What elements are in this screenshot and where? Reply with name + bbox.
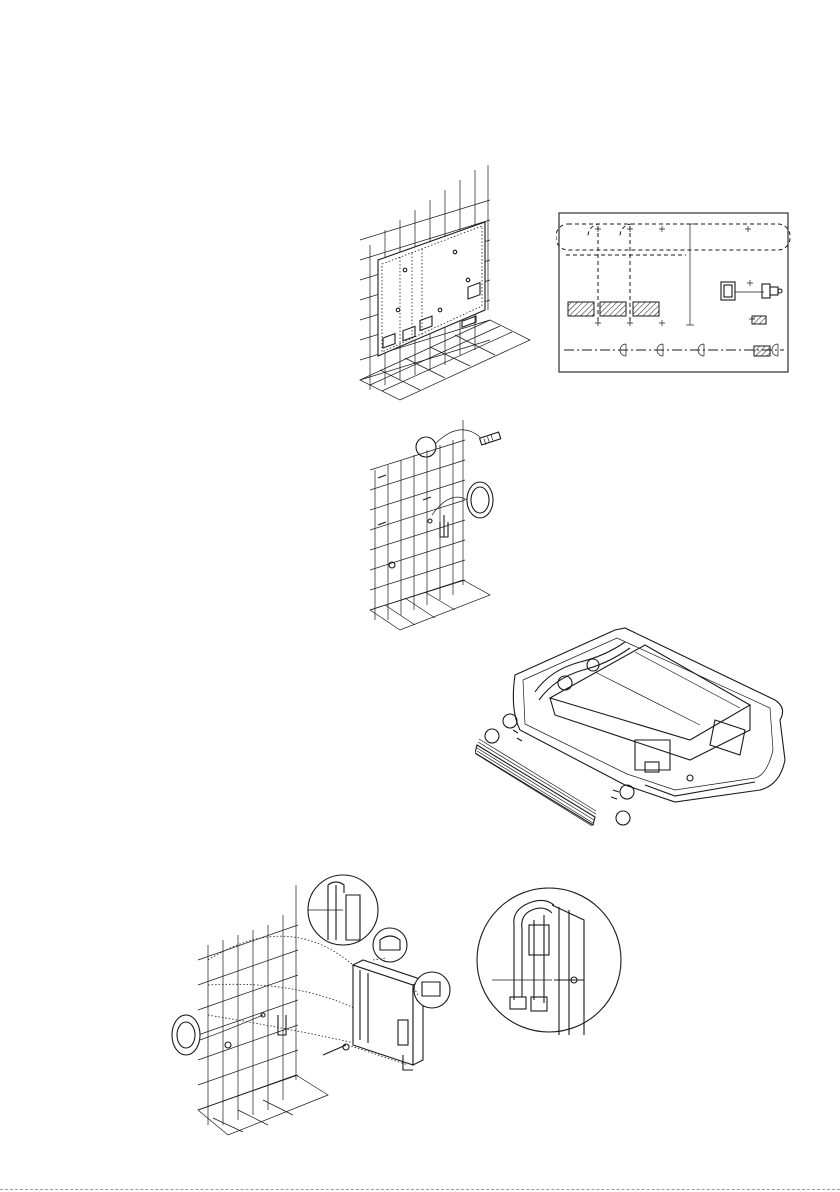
detail-bubble — [477, 888, 621, 1032]
wall-tile-grid — [370, 420, 490, 630]
hose-connector-icon — [762, 284, 770, 298]
hatched-junction-box-icon — [752, 316, 766, 324]
screw-icon — [378, 475, 431, 525]
detail-bubble-middle — [373, 928, 407, 962]
unit-wall-mounting — [168, 870, 463, 1145]
hatched-junction-box-icon — [568, 302, 594, 316]
unit-grille-removal — [475, 620, 795, 835]
callout-circle — [616, 811, 630, 825]
callout-circle — [620, 785, 634, 799]
hole-cover-detail — [172, 1015, 200, 1055]
template-sheet — [378, 222, 485, 356]
drill-hole-magnifier — [416, 437, 436, 457]
wall-template-outline — [350, 160, 540, 410]
wall-drilling-anchors — [360, 415, 510, 645]
detail-bubble-right — [414, 972, 450, 1008]
unit-housing — [513, 628, 785, 802]
hatched-junction-box-icon — [754, 346, 770, 356]
hatched-junction-box-icon — [600, 302, 626, 316]
callout-circle — [503, 714, 517, 728]
hose-connection-detail — [474, 885, 624, 1040]
wall-tile-grid — [198, 885, 328, 1135]
wiring-layout-schematic — [556, 210, 791, 375]
page-bottom-rule — [0, 1189, 840, 1190]
wall-plug-icon — [480, 432, 501, 445]
water-heater-unit — [353, 960, 423, 1070]
callout-circle — [485, 729, 499, 743]
hatched-junction-box-icon — [633, 302, 659, 316]
